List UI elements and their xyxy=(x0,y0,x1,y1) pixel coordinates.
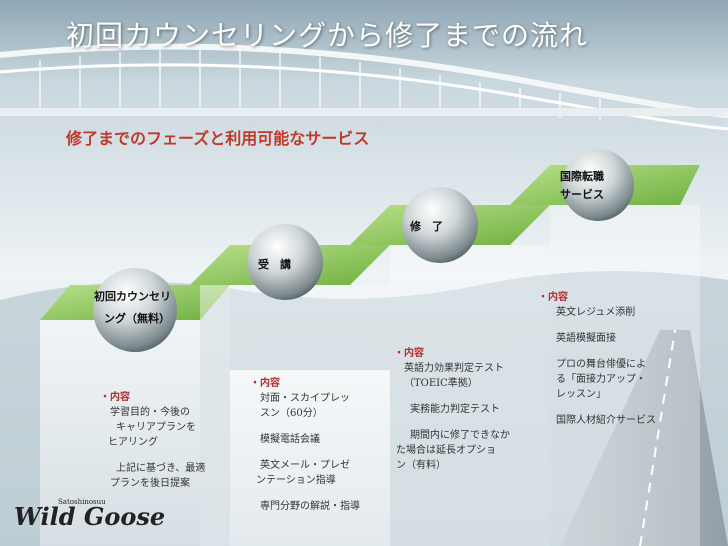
counseling-item: 上記に基づき、最適 xyxy=(116,463,206,474)
counseling-content: ・内容 学習目的・今後の キャリアプランを ヒアリング 上記に基づき、最適 プラ… xyxy=(100,390,230,491)
logo-tagline: Satoshinosuu xyxy=(58,498,106,506)
step-course-label: 受 講 xyxy=(258,258,291,271)
page-title: 初回カウンセリングから修了までの流れ xyxy=(66,19,589,52)
step-counseling-line2: ング（無料） xyxy=(104,312,170,325)
completion-item: 実務能力判定テスト xyxy=(410,404,500,415)
course-item: 専門分野の解説・指導 xyxy=(260,501,360,512)
career-item: る「面接力アップ・ xyxy=(556,374,646,385)
counseling-item: キャリアプランを xyxy=(116,422,196,433)
counseling-head: ・内容 xyxy=(100,392,130,403)
step-career-label: 国際転職 サービス xyxy=(560,168,604,204)
step-counseling-label: 初回カウンセリ ング（無料） xyxy=(94,286,174,330)
counseling-item: プランを後日提案 xyxy=(110,478,190,489)
completion-item: 英語力効果判定テスト xyxy=(404,363,504,374)
career-item: プロの舞台俳優によ xyxy=(556,359,646,370)
completion-item: ン（有料） xyxy=(396,460,446,471)
completion-item: た場合は延長オプショ xyxy=(396,445,496,456)
career-item: 国際人材紹介サービス xyxy=(556,415,656,426)
step-career-line2: サービス xyxy=(560,188,604,201)
career-item: レッスン」 xyxy=(556,389,606,400)
career-item: 英語模擬面接 xyxy=(556,333,616,344)
course-item: 英文メール・プレゼ xyxy=(260,460,350,471)
step-career-line1: 国際転職 xyxy=(560,170,604,183)
company-logo: Wild Goose Satoshinosuu xyxy=(14,498,166,531)
completion-head: ・内容 xyxy=(394,348,424,359)
career-head: ・内容 xyxy=(538,292,568,303)
page-subtitle: 修了までのフェーズと利用可能なサービス xyxy=(66,129,370,148)
course-item: 模擬電話会議 xyxy=(260,434,320,445)
counseling-item: ヒアリング xyxy=(108,437,158,448)
step-completion-label: 修 了 xyxy=(410,220,443,233)
career-content: ・内容 英文レジュメ添削 英語模擬面接 プロの舞台俳優によ る「面接力アップ・ … xyxy=(538,290,688,428)
course-content: ・内容 対面・スカイプレッ スン（60分） 模擬電話会議 英文メール・プレゼ ン… xyxy=(250,376,380,514)
step-counseling-line1: 初回カウンセリ xyxy=(94,290,171,303)
course-item: 対面・スカイプレッ xyxy=(260,393,350,404)
completion-item: （TOEIC準拠） xyxy=(404,378,478,389)
course-item: スン（60分） xyxy=(260,408,323,419)
completion-item: 期間内に修了できなか xyxy=(410,430,510,441)
counseling-item: 学習目的・今後の xyxy=(110,407,190,418)
career-item: 英文レジュメ添削 xyxy=(556,307,636,318)
course-item: ンテーション指導 xyxy=(256,475,336,486)
completion-content: ・内容 英語力効果判定テスト （TOEIC準拠） 実務能力判定テスト 期間内に修… xyxy=(394,346,534,473)
logo-text: Wild Goose xyxy=(14,502,166,531)
course-head: ・内容 xyxy=(250,378,280,389)
